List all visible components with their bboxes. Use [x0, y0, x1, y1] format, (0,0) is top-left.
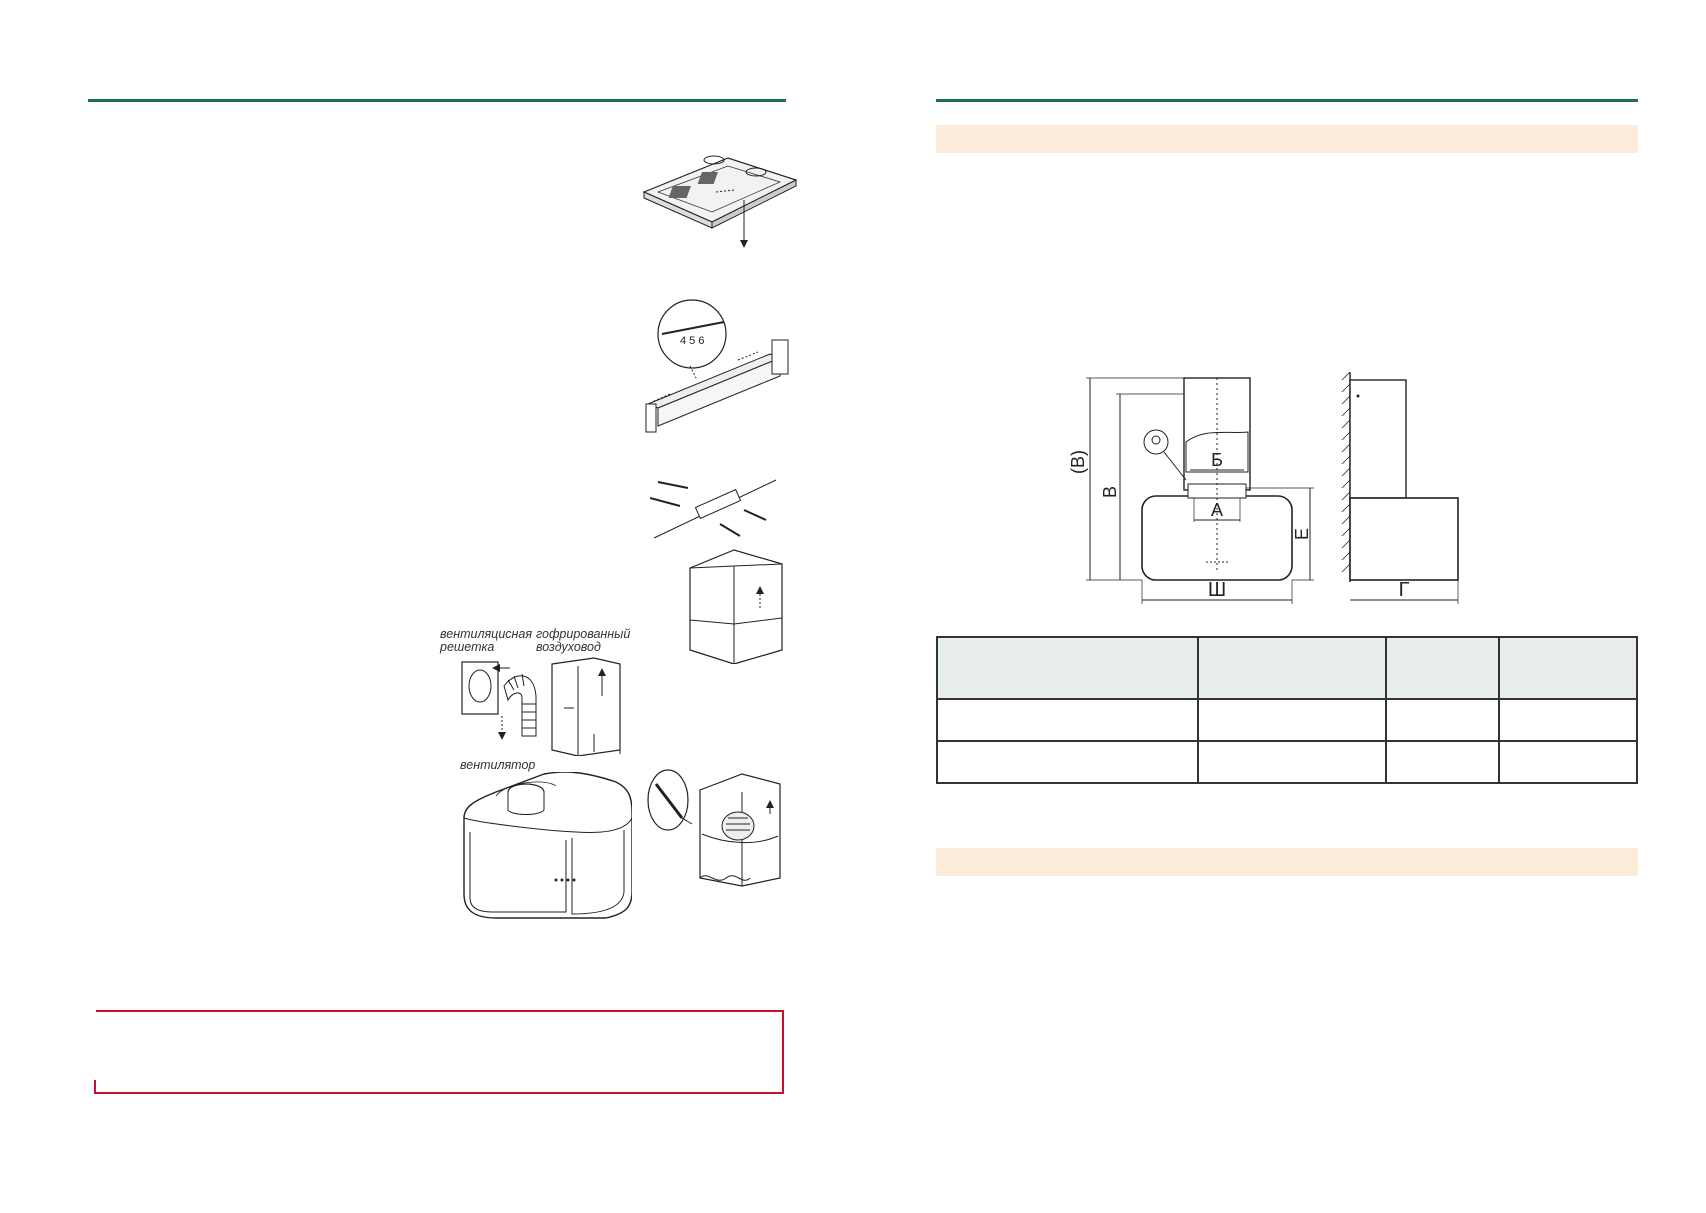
mounting-template-figure [640, 150, 800, 250]
dim-label-A: А [1211, 500, 1223, 520]
table-row [935, 740, 1638, 784]
table-cell [1384, 740, 1501, 784]
table-header-cell [1197, 636, 1387, 700]
duct-assembly-figure [444, 656, 634, 756]
bracket-zoom-numbers: 4 5 6 [680, 335, 704, 347]
table-cell [935, 698, 1200, 742]
mounting-rail-figure: 4 5 6 [640, 294, 800, 444]
table-cell [935, 740, 1200, 784]
corrugated-duct-label: гофрированный воздуховод [536, 627, 631, 654]
chimney-attach-figure [646, 764, 796, 906]
section-heading-band-1 [936, 125, 1638, 153]
fan-label: вентилятор [460, 758, 536, 772]
warning-box-bottom-edge [96, 1092, 784, 1094]
left-page-header-rule [88, 99, 786, 102]
hood-body-figure [456, 772, 632, 920]
dim-label-E: Е [1292, 528, 1312, 540]
dim-label-B: В [1100, 486, 1120, 498]
table-header-cell [1498, 636, 1638, 700]
dim-label-G: Г [1399, 579, 1410, 601]
table-cell [1197, 740, 1387, 784]
dim-label-Б: Б [1211, 450, 1223, 470]
vent-grille-label: вентиляцисная решетка [440, 627, 533, 654]
chimney-cover-figure [688, 548, 788, 664]
specification-table [935, 636, 1638, 784]
table-cell [1498, 740, 1638, 784]
warning-box [96, 1010, 784, 1094]
warning-box-left-tick [94, 1080, 96, 1094]
table-header-cell [935, 636, 1200, 700]
wall-bracket-figure [650, 470, 780, 550]
table-header-cell [1384, 636, 1501, 700]
dim-label-Sh: Ш [1208, 579, 1226, 601]
table-cell [1197, 698, 1387, 742]
table-cell [1498, 698, 1638, 742]
table-header-row [935, 636, 1638, 700]
dimension-diagram: (В) В Б А Е Ш [1054, 372, 1474, 612]
dim-label-B-paren: (В) [1068, 450, 1088, 474]
table-row [935, 698, 1638, 742]
section-heading-band-2 [936, 848, 1638, 876]
right-page-header-rule [936, 99, 1638, 102]
table-cell [1384, 698, 1501, 742]
